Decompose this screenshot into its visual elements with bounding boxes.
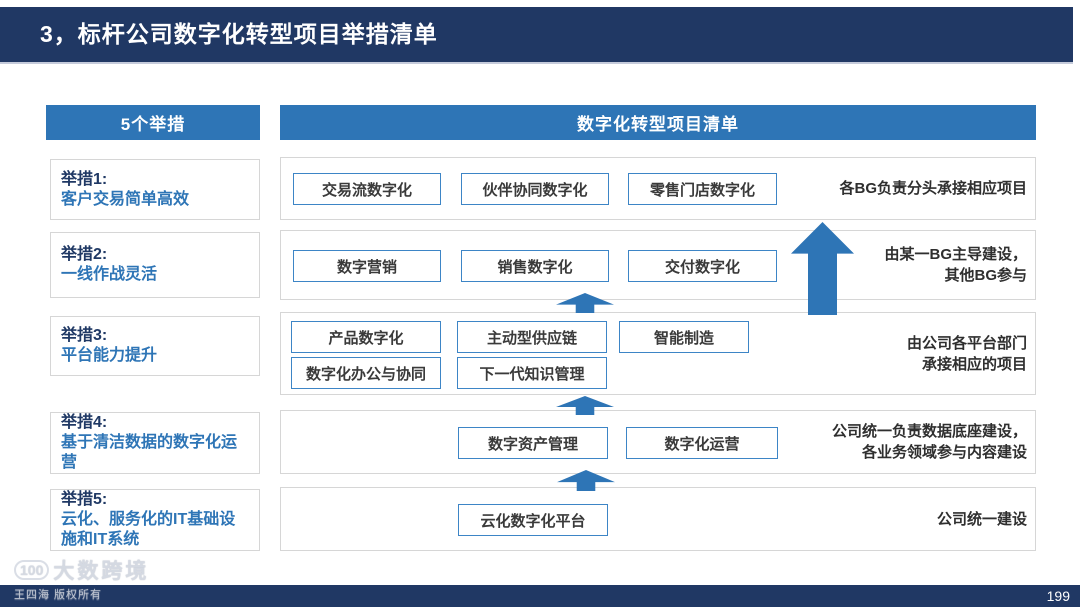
- project-box: 交易流数字化: [293, 173, 441, 205]
- measure-2-title: 举措2:: [61, 246, 108, 263]
- note-line: 由公司各平台部门: [906, 334, 1027, 352]
- project-row-2: 数字营销 销售数字化 交付数字化 由某一BG主导建设， 其他BG参与: [280, 230, 1036, 300]
- page-number: 199: [1046, 588, 1070, 604]
- row-5-note: 公司统一建设: [937, 488, 1027, 550]
- column-header-measures: 5个举措: [46, 105, 260, 140]
- measure-5-desc: 云化、服务化的IT基础设施和IT系统: [61, 511, 236, 548]
- note-line: 各BG负责分头承接相应项目: [839, 180, 1027, 197]
- project-row-5: 云化数字化平台 公司统一建设: [280, 487, 1036, 551]
- project-box: 下一代知识管理: [457, 357, 607, 389]
- project-box: 零售门店数字化: [628, 173, 777, 205]
- note-line: 其他BG参与: [944, 267, 1027, 284]
- measure-label-3: 举措3: 平台能力提升: [50, 316, 260, 376]
- measure-1-desc: 客户交易简单高效: [61, 190, 190, 208]
- row-4-note: 公司统一负责数据底座建设， 各业务领域参与内容建设: [832, 411, 1027, 473]
- slide-footer-bar: 199: [0, 585, 1080, 607]
- measure-5-title: 举措5:: [61, 491, 108, 508]
- project-row-3: 产品数字化 主动型供应链 智能制造 数字化办公与协同 下一代知识管理 由公司各平…: [280, 312, 1036, 395]
- project-box: 智能制造: [619, 321, 749, 353]
- project-box: 产品数字化: [291, 321, 441, 353]
- watermark-logo-icon: 100: [14, 560, 50, 580]
- project-box: 数字资产管理: [458, 427, 608, 459]
- note-line: 公司统一建设: [936, 510, 1027, 528]
- project-box: 伙伴协同数字化: [461, 173, 609, 205]
- slide-header-bar: 3，标杆公司数字化转型项目举措清单: [0, 7, 1073, 62]
- row-3-note: 由公司各平台部门 承接相应的项目: [907, 313, 1027, 394]
- project-box: 数字化运营: [626, 427, 778, 459]
- note-line: 各业务领域参与内容建设: [861, 444, 1027, 461]
- measure-1-title: 举措1:: [61, 170, 108, 188]
- row-2-note: 由某一BG主导建设， 其他BG参与: [884, 231, 1027, 299]
- measure-label-4: 举措4: 基于清洁数据的数字化运营: [50, 412, 260, 474]
- measure-label-2: 举措2: 一线作战灵活: [50, 232, 260, 298]
- measure-label-1: 举措1: 客户交易简单高效: [50, 159, 260, 220]
- measure-4-title: 举措4:: [61, 414, 108, 431]
- watermark: 100 大数跨境 王四海 版权所有: [14, 555, 149, 602]
- measure-2-desc: 一线作战灵活: [61, 266, 158, 283]
- watermark-copyright: 王四海 版权所有: [14, 589, 103, 601]
- project-box: 交付数字化: [628, 250, 777, 282]
- note-line: 承接相应的项目: [921, 355, 1027, 373]
- project-box: 云化数字化平台: [458, 504, 608, 536]
- measure-3-desc: 平台能力提升: [61, 347, 158, 364]
- watermark-brand-line: 100 大数跨境: [14, 555, 149, 585]
- measure-3-title: 举措3:: [61, 327, 108, 344]
- measure-label-5: 举措5: 云化、服务化的IT基础设施和IT系统: [50, 489, 260, 551]
- slide-title: 3，标杆公司数字化转型项目举措清单: [40, 21, 438, 47]
- note-line: 公司统一负责数据底座建设，: [831, 423, 1027, 440]
- project-box: 销售数字化: [461, 250, 609, 282]
- project-row-4: 数字资产管理 数字化运营 公司统一负责数据底座建设， 各业务领域参与内容建设: [280, 410, 1036, 474]
- row-1-note: 各BG负责分头承接相应项目: [839, 158, 1027, 219]
- project-box: 数字化办公与协同: [291, 357, 441, 389]
- project-box: 数字营销: [293, 250, 441, 282]
- project-row-1: 交易流数字化 伙伴协同数字化 零售门店数字化 各BG负责分头承接相应项目: [280, 157, 1036, 220]
- project-box: 主动型供应链: [457, 321, 607, 353]
- column-header-projects: 数字化转型项目清单: [280, 105, 1036, 140]
- note-line: 由某一BG主导建设，: [884, 246, 1027, 263]
- watermark-brand: 大数跨境: [53, 560, 150, 583]
- measure-4-desc: 基于清洁数据的数字化运营: [61, 434, 238, 471]
